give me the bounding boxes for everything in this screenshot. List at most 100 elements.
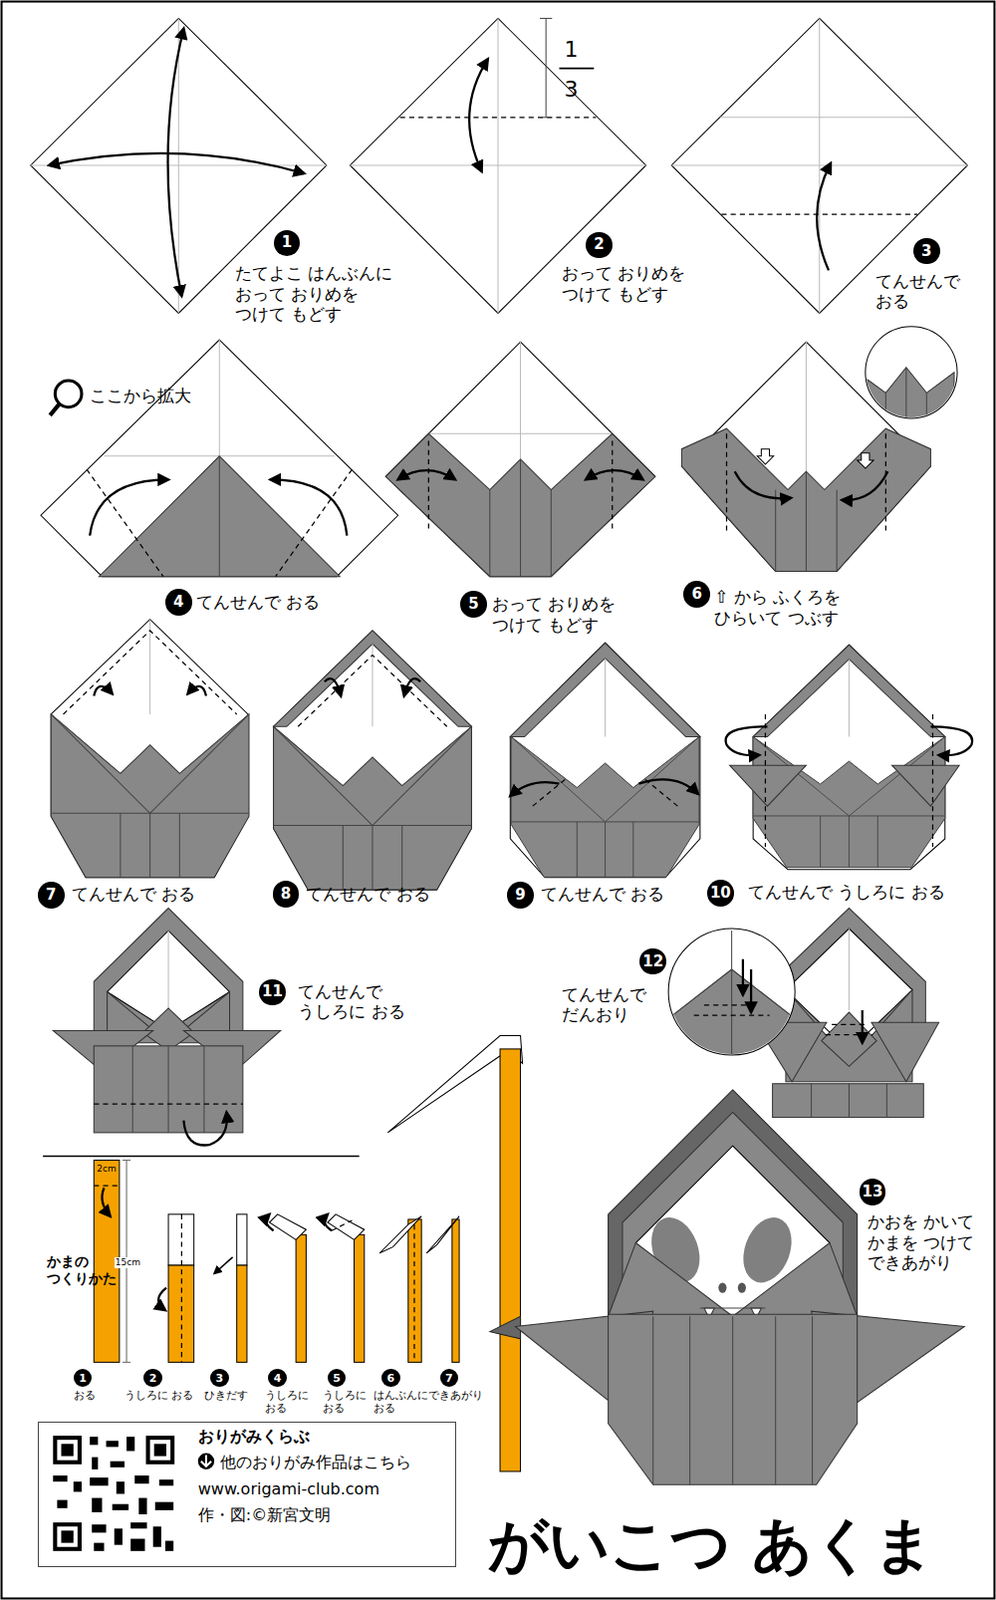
info-text: 他のおりがみ作品はこちら [220, 1452, 412, 1472]
scythe-steps-part [181, 1214, 183, 1363]
scythe-steps-part [324, 1214, 332, 1231]
step-1-figure-part [30, 164, 327, 166]
step-3-figure [671, 17, 968, 313]
step-12-figure-part-part [694, 1013, 770, 1015]
step-3-figure-part [720, 116, 919, 118]
step-number: 1 [78, 1372, 87, 1384]
step-7-figure-part [149, 619, 151, 715]
step-3-figure-part [671, 17, 968, 313]
scythe-steps-part [93, 1185, 120, 1187]
finished-model-part [608, 1243, 858, 1317]
step-caption: ここから拡大 [89, 385, 192, 406]
step-number-circle: 4 [165, 588, 193, 616]
finished-model-part [608, 1313, 858, 1485]
qr-code-part [56, 1499, 67, 1508]
step-3-figure-part [816, 163, 831, 271]
step-caption: てんせんで おる [305, 883, 430, 904]
step-5-figure-part [385, 341, 655, 577]
step-1-figure-part [48, 153, 304, 174]
step-number-circle: 7 [37, 881, 65, 909]
step-number-circle: 9 [506, 881, 534, 909]
qr-code-part [198, 1453, 215, 1470]
step-7-figure-part [188, 686, 207, 697]
step-number: 4 [173, 594, 184, 610]
step-number: 6 [692, 586, 703, 602]
step-7-figure-part [63, 630, 238, 715]
step-caption: おって おりめを つけて もどす [561, 262, 698, 304]
step-11-figure-part [183, 1111, 227, 1145]
step-number-circle: 11 [258, 979, 286, 1006]
step-8-figure-part [324, 678, 341, 696]
qr-code-part [89, 1436, 98, 1445]
qr-code-part [153, 1525, 162, 1546]
scythe-steps-part [413, 1224, 415, 1362]
step-6-figure-part-part [905, 367, 907, 429]
fraction-number: 3 [564, 76, 579, 103]
sub-step-caption: 15cm [114, 1256, 142, 1267]
info-box: おりがみくらぶ他のおりがみ作品はこちらwww.origami-club.com作… [37, 1421, 457, 1566]
step-10-figure-part [752, 736, 946, 867]
step-number: 2 [149, 1372, 158, 1384]
scythe-steps-part [379, 1216, 422, 1253]
step-number-circle: 5 [327, 1368, 346, 1387]
step-caption: てんせんで おる [875, 270, 970, 312]
step-5-figure-part [585, 470, 643, 480]
step-11-figure-part [168, 1045, 170, 1133]
step-number-circle: 8 [272, 880, 300, 908]
step-number: 2 [593, 237, 604, 252]
step-number-circle: 10 [707, 879, 735, 907]
step-12-figure-part [663, 930, 800, 1061]
step-number-circle: 5 [460, 590, 488, 618]
step-10-figure-part [730, 764, 807, 806]
scythe-steps-part [268, 1214, 306, 1241]
step-6-figure-part [857, 453, 874, 469]
step-number: 3 [215, 1372, 224, 1384]
qr-code-part [146, 1435, 176, 1465]
step-12-figure-part [871, 1021, 940, 1081]
step-caption: かおを かいて かまを つけて できあがり [867, 1211, 987, 1272]
qr-code-part [60, 1529, 73, 1542]
step-number: 5 [468, 596, 479, 612]
qr-code [52, 1435, 215, 1551]
step-number-circle: 12 [639, 948, 667, 976]
step-4-figure-part [219, 456, 221, 577]
step-6-figure-part [756, 449, 773, 465]
step-6-figure-part [774, 490, 776, 572]
scythe-steps-part [101, 1187, 110, 1217]
sub-step-caption: うしろに おる [124, 1389, 195, 1403]
divider-line [42, 1155, 360, 1158]
step-6-figure [681, 326, 958, 572]
sub-step-caption: 2cm [96, 1163, 116, 1174]
scythe-steps-part [331, 1220, 352, 1231]
finished-model-part [718, 1281, 727, 1292]
step-caption: てんせんで うしろに おる [297, 981, 417, 1022]
scythe-steps-part [327, 1214, 365, 1241]
finished-model-part [774, 1315, 776, 1485]
qr-code-part [93, 1542, 104, 1551]
qr-code-part [114, 1527, 123, 1544]
step-10-figure-part [932, 714, 934, 847]
step-number: 1 [281, 235, 292, 250]
step-2-figure-part [400, 116, 597, 118]
step-9-figure-part [509, 781, 559, 796]
sub-step-caption: できあがり [428, 1389, 484, 1403]
qr-code-part [159, 1479, 174, 1486]
qr-code-part [110, 1461, 125, 1468]
step-5-figure-part [398, 470, 456, 480]
qr-code-part [60, 1443, 73, 1456]
step-6-figure-part-part [885, 392, 887, 429]
step-12-figure-part [772, 1083, 925, 1118]
title: がいこつ あくま [488, 1507, 935, 1580]
step-caption: てんせんで おる [540, 883, 665, 904]
qr-code-part [91, 1457, 98, 1470]
step-11-figure-part [168, 930, 170, 1010]
step-number: 8 [280, 886, 291, 902]
fraction-number: 1 [564, 36, 579, 63]
step-number: 5 [332, 1372, 341, 1384]
step-4-figure-part [270, 479, 348, 535]
step-6-figure-part [885, 433, 887, 530]
step-6-figure-part [867, 367, 955, 429]
step-number-circle: 3 [210, 1368, 229, 1387]
qr-code-part [73, 1481, 82, 1492]
